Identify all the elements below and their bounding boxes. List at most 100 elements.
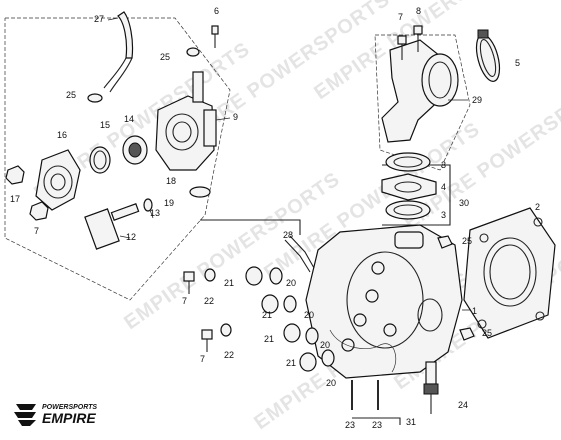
- callout-label-9: 9: [233, 112, 238, 122]
- bolt-part-7: [29, 201, 49, 221]
- washer-part-13: [143, 198, 153, 212]
- plug-part-21-a: [245, 266, 263, 286]
- callout-label-19: 19: [164, 198, 174, 208]
- head-gasket-part-2: [489, 244, 531, 300]
- callout-label-17: 17: [10, 194, 20, 204]
- callout-label-2: 2: [535, 202, 540, 212]
- spark-plug-part-24: [423, 383, 439, 395]
- o-ring-part-19: [189, 186, 211, 198]
- clip-part-25: [87, 93, 103, 103]
- group-outline-intake: [374, 34, 471, 171]
- bracket-left-link: [200, 219, 301, 235]
- callout-label-7: 7: [200, 354, 205, 364]
- bolt-part-7-top: [397, 35, 407, 45]
- callout-label-4: 4: [441, 182, 446, 192]
- callout-label-27: 27: [94, 14, 104, 24]
- thermostat-housing-part-9: [165, 113, 199, 151]
- callout-label-5: 5: [515, 58, 520, 68]
- bracket-31: [352, 417, 401, 425]
- seal-part-20-c: [305, 327, 319, 345]
- logo-text-bottom: EMPIRE: [42, 410, 96, 426]
- cylinder-head-part-1: [346, 251, 424, 349]
- callout-label-12: 12: [126, 232, 136, 242]
- plug-part-21-b: [261, 294, 279, 314]
- callout-label-22: 22: [204, 296, 214, 306]
- thermostat-outlet-part-9: [203, 109, 217, 147]
- callout-label-25: 25: [462, 236, 472, 246]
- callout-label-23: 23: [372, 420, 382, 430]
- head-gasket-part-2: [477, 319, 487, 329]
- thermostat-housing-part-9: [172, 121, 192, 143]
- bolt-part-25-lower: [459, 327, 475, 341]
- callout-label-21: 21: [262, 310, 272, 320]
- pipe-part-28: [289, 235, 315, 269]
- pipe-part-28: [284, 239, 311, 273]
- callout-label-25: 25: [160, 52, 170, 62]
- leader-12: [119, 235, 131, 239]
- cylinder-head-part-1: [383, 323, 397, 337]
- callout-label-22: 22: [224, 350, 234, 360]
- cylinder-head-part-1: [353, 313, 367, 327]
- bolt-part-7-b: [201, 329, 213, 340]
- callout-label-31: 31: [406, 417, 416, 427]
- leader-13: [149, 209, 154, 219]
- brand-logo: POWERSPORTS EMPIRE: [14, 404, 97, 426]
- insulator-part-4: [394, 181, 422, 193]
- o-ring-part-15: [89, 146, 111, 174]
- callout-label-3: 3: [441, 210, 446, 220]
- seal-part-20-d: [321, 349, 335, 367]
- temp-sensor-part-12: [110, 203, 140, 221]
- callout-label-15: 15: [100, 120, 110, 130]
- bolt-part-25-right: [437, 235, 453, 249]
- hose-clamp-part-5: [475, 34, 501, 82]
- callout-label-25: 25: [66, 90, 76, 100]
- thermostat-cover-part-16: [35, 149, 81, 211]
- cylinder-head-part-1: [341, 338, 355, 352]
- o-ring-part-15: [93, 150, 107, 170]
- callout-label-14: 14: [124, 114, 134, 124]
- gasket-part-3b: [393, 204, 423, 216]
- callout-label-24: 24: [458, 400, 468, 410]
- gasket-part-3b: [385, 200, 431, 220]
- callout-label-20: 20: [326, 378, 336, 388]
- callout-label-13: 13: [150, 208, 160, 218]
- head-gasket-part-2: [479, 233, 489, 243]
- head-gasket-part-2: [463, 207, 556, 339]
- hose-clamp-part-5: [477, 29, 489, 39]
- callout-label-29: 29: [472, 95, 482, 105]
- callout-label-21: 21: [286, 358, 296, 368]
- bolt-part-6: [211, 25, 219, 35]
- leader-27: [107, 17, 119, 21]
- logo-text-top: POWERSPORTS: [42, 404, 97, 411]
- callout-label-18: 18: [166, 176, 176, 186]
- plug-part-21-c: [283, 323, 301, 343]
- callout-label-30: 30: [459, 198, 469, 208]
- spark-plug-part-24: [425, 361, 437, 385]
- callout-label-20: 20: [320, 340, 330, 350]
- thermostat-outlet-part-9: [192, 71, 204, 103]
- thermostat-part-14: [128, 142, 142, 158]
- thermostat-housing-part-9: [155, 95, 215, 171]
- washer-part-22-a: [204, 268, 216, 282]
- cylinder-head-part-1: [365, 289, 379, 303]
- cylinder-head-part-1: [371, 261, 385, 275]
- callout-label-1: 1: [472, 306, 477, 316]
- hose-part-27: [117, 11, 134, 59]
- cylinder-head-port: [394, 231, 424, 249]
- leader-9: [215, 117, 231, 121]
- temp-sensor-part-12: [84, 208, 120, 250]
- group-outline-thermostat: [4, 17, 231, 301]
- washer-part-22-b: [220, 323, 232, 337]
- head-gasket-part-2: [535, 311, 545, 321]
- hose-clamp-part-5: [479, 39, 497, 77]
- seal-part-20-b: [283, 295, 297, 313]
- callout-label-25: 25: [482, 328, 492, 338]
- callout-label-8: 8: [416, 6, 421, 16]
- callout-label-20: 20: [304, 310, 314, 320]
- intake-manifold-part-29: [421, 53, 459, 107]
- insulator-part-4: [381, 173, 437, 201]
- seal-part-20-a: [269, 267, 283, 285]
- clip-part-25b: [186, 47, 200, 57]
